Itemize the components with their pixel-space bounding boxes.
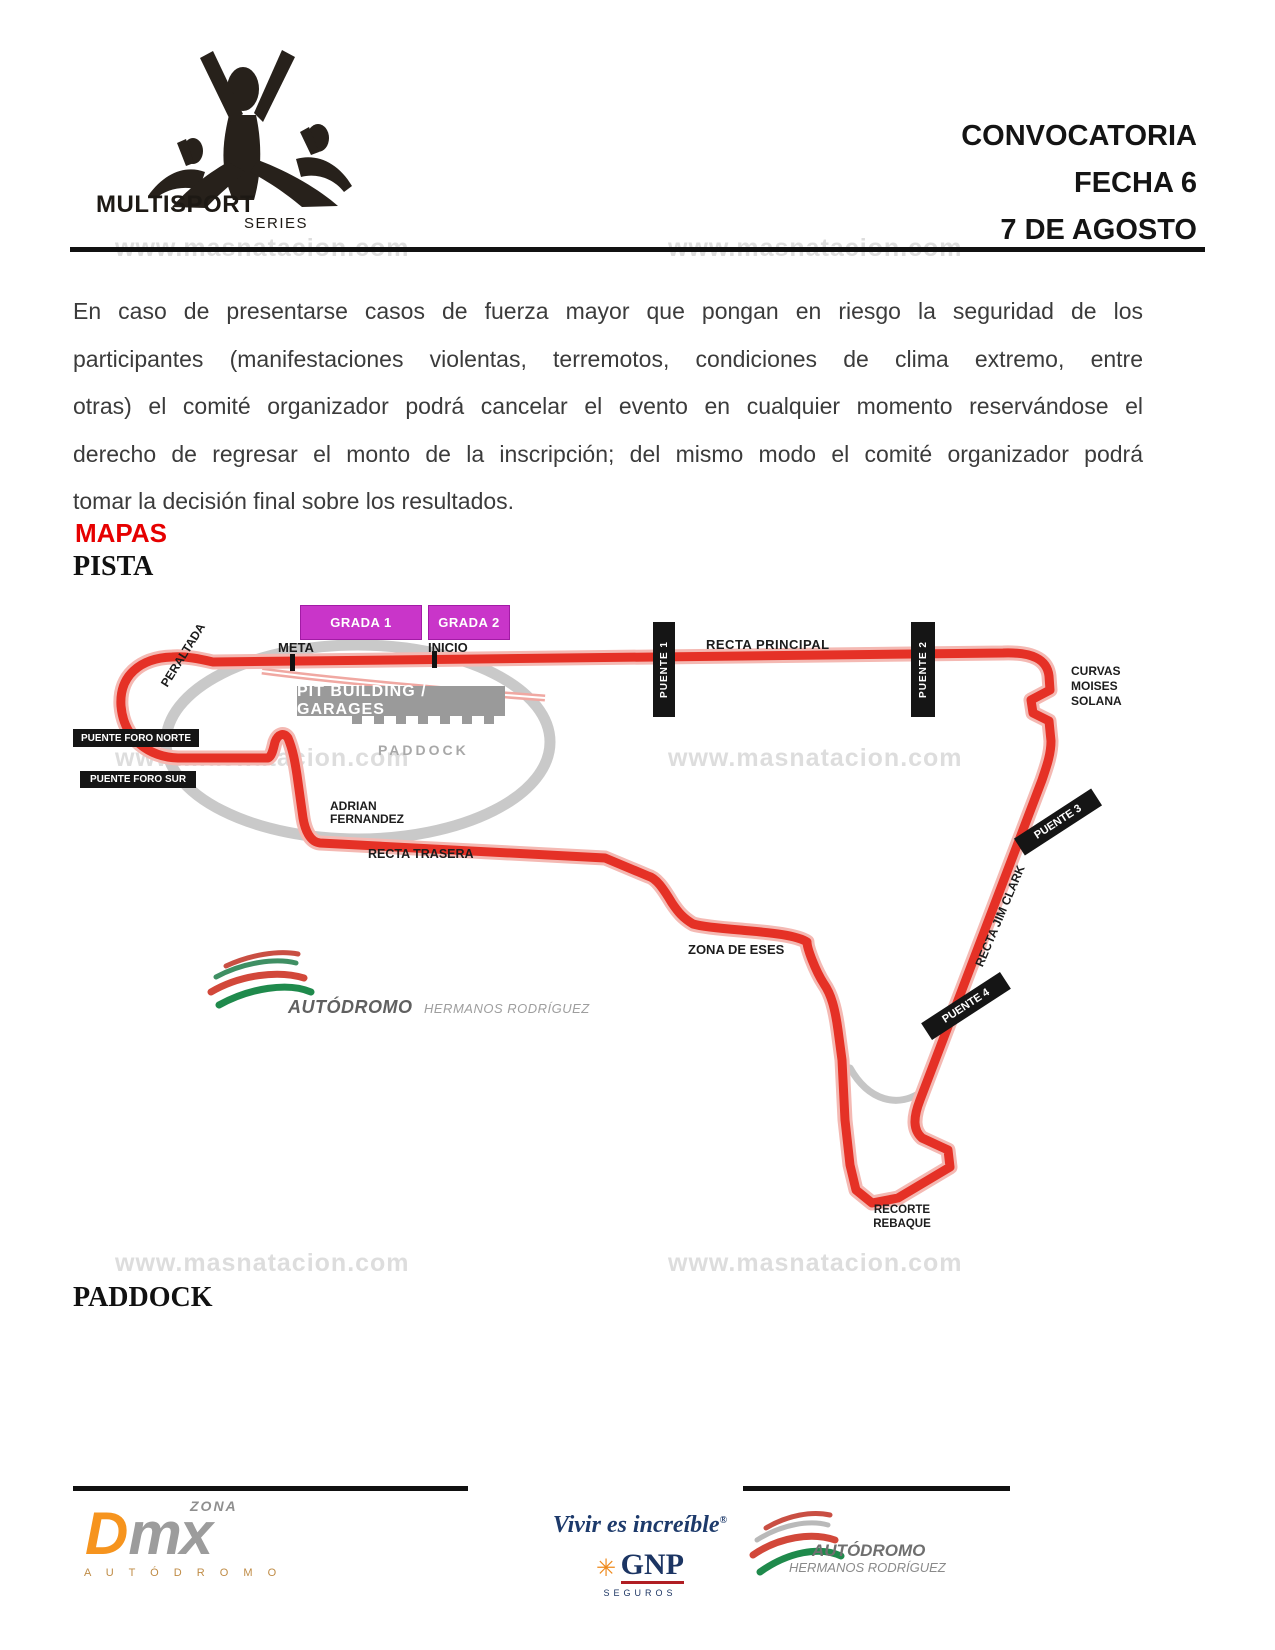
venue-logo-swoosh (207, 950, 315, 1009)
curvas-moises-solana-label: CURVAS MOISES SOLANA (1071, 664, 1122, 709)
header-title: CONVOCATORIA (961, 120, 1197, 152)
garage-teeth (352, 714, 494, 724)
zona-de-eses-label: ZONA DE ESES (688, 942, 785, 957)
watermark: www.masnatacion.com (115, 1249, 410, 1277)
track-line (116, 648, 1056, 1208)
adrian-fernandez-line1: ADRIAN (330, 799, 377, 813)
heading-pista: PISTA (73, 551, 154, 582)
document-header: CONVOCATORIA FECHA 6 7 DE AGOSTO (961, 113, 1197, 254)
gnp-seguros-label: SEGUROS (603, 1588, 677, 1598)
recta-trasera-label: RECTA TRASERA (368, 847, 474, 861)
header-fecha: FECHA 6 (1074, 167, 1197, 199)
grandstand-grada1-box: GRADA 1 (300, 605, 422, 640)
gnp-logo: ✳ GNP (540, 1548, 740, 1584)
gnp-name: GNP (620, 1548, 684, 1584)
paragraph-line: En caso de presentarse casos de fuerza m… (73, 298, 1143, 324)
footer-ahr-swoosh (749, 1511, 845, 1576)
paragraph-line: otras) el comité organizador podrá cance… (73, 393, 1143, 419)
footer-rule-left (73, 1486, 468, 1491)
race-track (113, 645, 1059, 1211)
puente2-box: PUENTE 2 (911, 622, 935, 717)
watermark: www.masnatacion.com (668, 1249, 963, 1277)
recorte-rebaque-label: RECORTE REBAQUE (852, 1203, 952, 1231)
recta-principal-label: RECTA PRINCIPAL (706, 637, 830, 652)
dmx-autodromo-label: A U T Ó D R O M O (84, 1567, 283, 1579)
recorte-line2: REBAQUE (873, 1218, 931, 1230)
venue-logo-subtitle: HERMANOS RODRÍGUEZ (424, 1001, 590, 1016)
puente1-label: PUENTE 1 (658, 641, 670, 698)
brand-series: SERIES (244, 215, 309, 232)
puente1-box: PUENTE 1 (653, 622, 675, 717)
paragraph-line: tomar la decisión final sobre los result… (73, 488, 515, 514)
dmx-logo: Dmx (85, 1504, 213, 1564)
registered-mark: ® (719, 1515, 728, 1526)
heading-mapas: MAPAS (75, 518, 167, 548)
brand-name: MULTISPORT (96, 191, 256, 218)
paragraph-line: participantes (manifestaciones violentas… (73, 345, 1143, 372)
puente-foro-norte-box: PUENTE FORO NORTE (73, 729, 199, 747)
puente-foro-sur-box: PUENTE FORO SUR (80, 771, 196, 788)
ahr-logo-subtitle: HERMANOS RODRÍGUEZ (789, 1560, 946, 1575)
meta-label: META (278, 640, 314, 655)
multisport-logo-figure (148, 50, 352, 208)
dmx-zona-label: ZONA (190, 1498, 238, 1514)
recorte-line1: RECORTE (873, 1204, 931, 1216)
curvas-line3: SOLANA (1071, 694, 1122, 708)
grandstand-grada2-box: GRADA 2 (428, 605, 510, 640)
meta-marker (290, 654, 295, 671)
dmx-letter-d: D (85, 1500, 129, 1567)
adrian-fernandez-line2: FERNANDEZ (330, 812, 404, 826)
header-rule (70, 247, 1205, 252)
curvas-line2: MOISES (1071, 679, 1118, 693)
gnp-slogan-text: Vivir es increíble (552, 1512, 720, 1538)
venue-logo-name: AUTÓDROMO (288, 997, 413, 1017)
gnp-flower-icon: ✳ (596, 1555, 617, 1582)
paddock-area-label: PADDOCK (378, 742, 469, 758)
curvas-line1: CURVAS (1071, 664, 1121, 678)
watermark: www.masnatacion.com (668, 744, 963, 772)
pit-building-box: PIT BUILDING / GARAGES (297, 683, 505, 718)
puente2-label: PUENTE 2 (917, 641, 929, 698)
paragraph-line: derecho de regresar el monto de la inscr… (73, 440, 1143, 467)
heading-paddock: PADDOCK (73, 1282, 213, 1313)
adrian-fernandez-label: ADRIAN FERNANDEZ (330, 800, 404, 826)
gnp-slogan: Vivir es increíble® (540, 1512, 740, 1539)
inicio-marker (432, 651, 437, 668)
inicio-label: INICIO (428, 640, 468, 655)
ahr-logo-name: AUTÓDROMO (812, 1541, 926, 1560)
pit-lane-centerline (261, 670, 546, 699)
dmx-letters-mx: mx (128, 1500, 213, 1567)
recorte-shortcut-line (846, 1064, 928, 1104)
footer-rule-right (743, 1486, 1010, 1491)
header-date: 7 DE AGOSTO (1000, 214, 1197, 246)
body-paragraph: En caso de presentarse casos de fuerza m… (73, 288, 1143, 526)
